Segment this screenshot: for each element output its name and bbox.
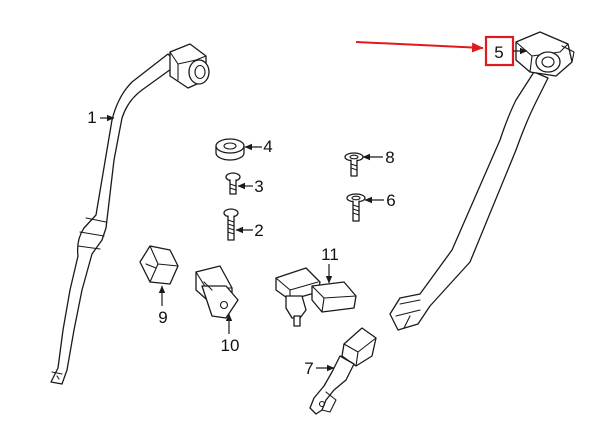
callout-2: 2: [254, 221, 263, 240]
callout-11: 11: [321, 245, 339, 264]
part-1-seat-belt-left: [50, 43, 210, 385]
part-4-spacer: [215, 138, 245, 161]
part-8-bolt: [344, 152, 364, 177]
callout-1: 1: [87, 108, 96, 127]
part-6-bolt: [346, 193, 366, 222]
part-7-buckle: [309, 327, 377, 415]
part-2-bolt: [223, 208, 239, 241]
part-9-buckle-cover: [139, 245, 179, 285]
callout-9: 9: [158, 308, 167, 327]
callout-5: 5: [494, 43, 503, 62]
part-5-seat-belt-right: [389, 31, 575, 331]
part-3-bolt: [225, 172, 241, 195]
callout-6: 6: [386, 191, 395, 210]
callout-3: 3: [254, 177, 263, 196]
callout-7: 7: [304, 359, 313, 378]
callout-4: 4: [263, 137, 272, 156]
callout-8: 8: [385, 148, 394, 167]
part-10-buckle: [195, 265, 239, 319]
part-11-double-buckle: [275, 267, 357, 327]
highlight-arrow: [355, 41, 484, 53]
callout-10: 10: [221, 336, 240, 355]
